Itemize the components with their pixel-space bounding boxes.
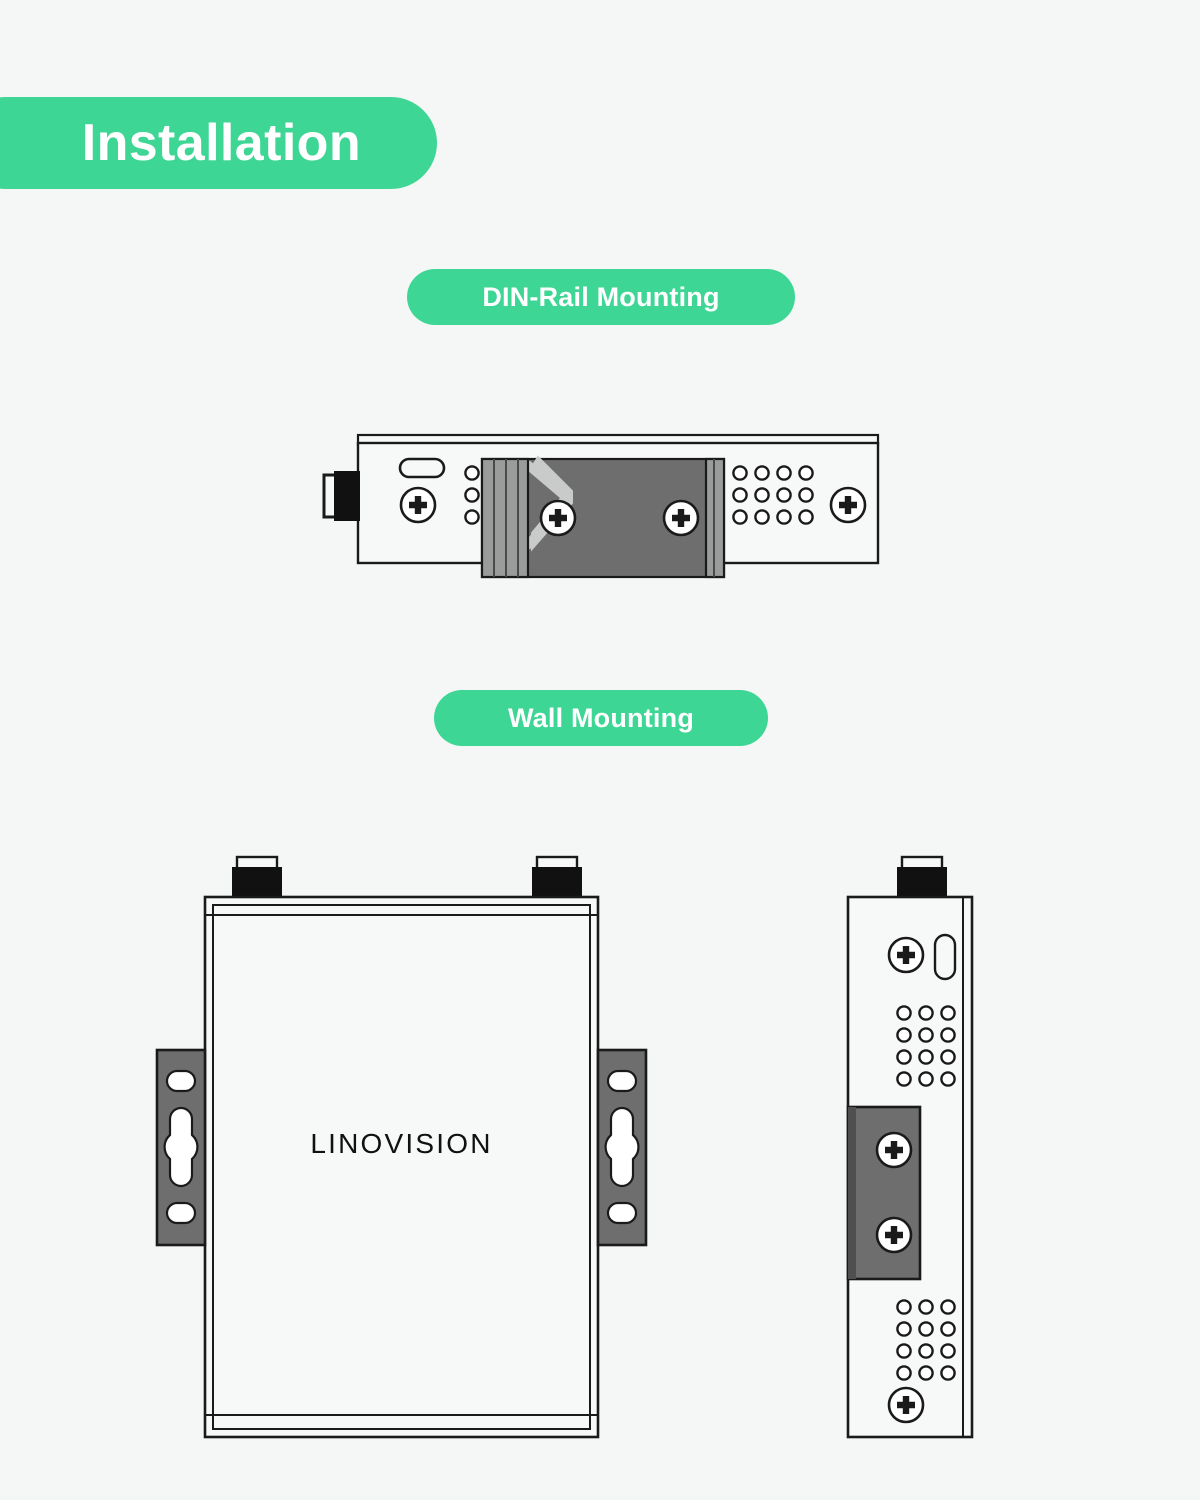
section-label-din-rail: DIN-Rail Mounting: [407, 269, 795, 325]
din-rail-label-text: DIN-Rail Mounting: [482, 281, 720, 312]
section-label-wall-mounting: Wall Mounting: [434, 690, 768, 746]
wall-mounting-label-text: Wall Mounting: [507, 702, 695, 733]
brand-logo-text: LINOVISION: [310, 1128, 493, 1159]
installation-banner: Installation: [0, 97, 437, 189]
wall-mount-side-view-diagram: [830, 845, 1010, 1445]
installation-banner-label: Installation: [81, 114, 361, 172]
din-rail-mounting-diagram: [300, 425, 900, 595]
wall-mount-front-view-diagram: [140, 845, 680, 1445]
